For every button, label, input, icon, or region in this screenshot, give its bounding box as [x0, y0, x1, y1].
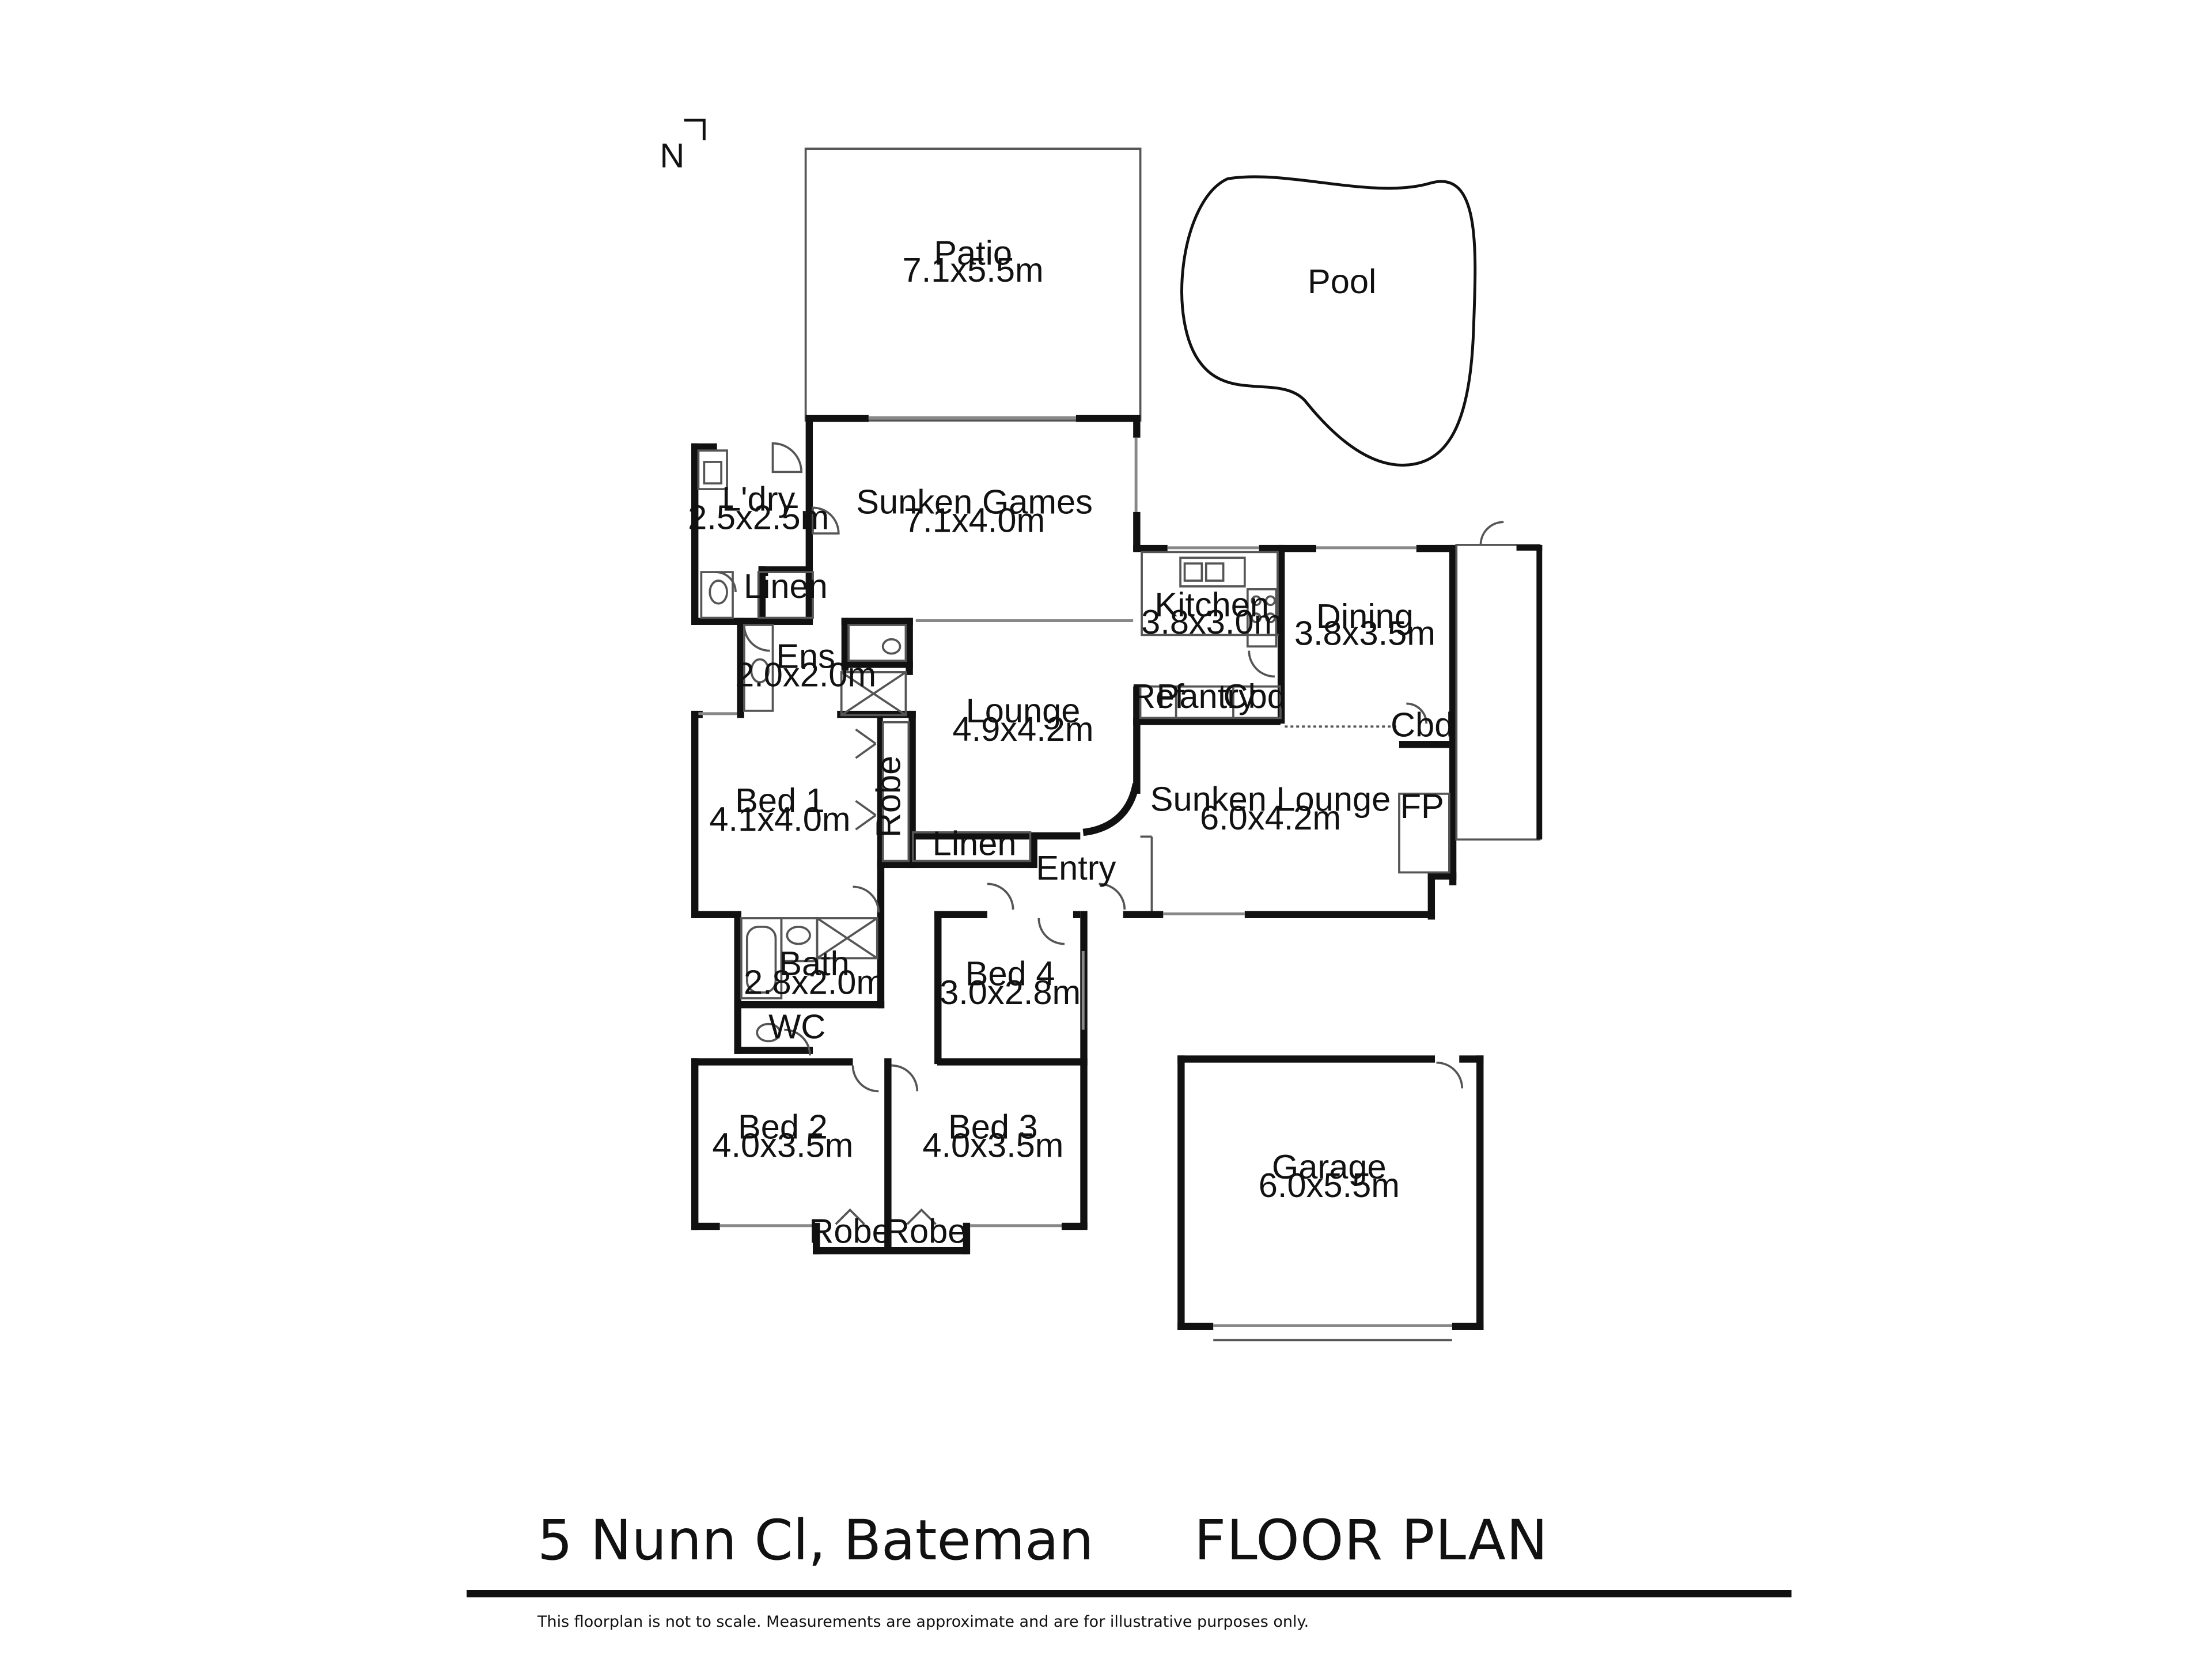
bed1-dim: 4.1x4.0m — [709, 800, 850, 838]
fixtures — [697, 449, 1450, 1043]
pool-outline — [1180, 175, 1477, 467]
lounge-label: Lounge — [966, 691, 1081, 730]
walls — [691, 415, 1543, 1255]
disclaimer-text: This floorplan is not to scale. Measurem… — [537, 1613, 1309, 1631]
wc-label: WC — [768, 1007, 825, 1046]
lounge-dim: 4.9x4.2m — [952, 710, 1093, 748]
patio-label: Patio — [934, 233, 1012, 272]
sunken-lounge-label: Sunken Lounge — [1150, 780, 1391, 819]
entry-label: Entry — [1036, 849, 1116, 887]
bed4-dim: 3.0x2.8m — [940, 973, 1081, 1012]
bed4-label: Bed 4 — [965, 955, 1055, 993]
windows — [698, 416, 1416, 1228]
north-arrow-icon: N — [660, 119, 706, 175]
ensuite-dim: 2.0x2.0m — [735, 656, 876, 694]
pantry-label: Pantry — [1157, 677, 1256, 715]
ensuite-label: Ens — [776, 637, 835, 675]
dining-label: Dining — [1316, 597, 1414, 635]
room-labels: Patio 7.1x5.5m Pool L'dry 2.5x2.5m Linen… — [688, 233, 1453, 1250]
doors — [715, 442, 1504, 1225]
bed1-robe-label: Robe — [869, 756, 907, 838]
garage — [1177, 1055, 1484, 1342]
laundry-label: L'dry — [722, 479, 795, 518]
bed3-label: Bed 3 — [948, 1107, 1038, 1146]
sunken-games-dim: 7.1x4.0m — [904, 501, 1045, 540]
kitchen-cbd-label: Cbd — [1224, 677, 1286, 715]
laundry-linen-label: Linen — [744, 567, 828, 605]
bed2-label: Bed 2 — [738, 1107, 828, 1146]
bed3-robe-label: Robe — [885, 1212, 967, 1251]
bed3-dim: 4.0x3.5m — [922, 1126, 1063, 1165]
hall-linen-label: Linen — [933, 824, 1017, 863]
garage-dim: 6.0x5.5m — [1259, 1166, 1400, 1205]
bed2-robe-label: Robe — [809, 1212, 891, 1251]
bath-dim: 2.8x2.0m — [744, 963, 885, 1002]
garage-label: Garage — [1272, 1147, 1387, 1186]
bed1-label: Bed 1 — [735, 781, 825, 820]
sunken-games-label: Sunken Games — [856, 482, 1093, 521]
laundry-dim: 2.5x2.5m — [688, 498, 829, 537]
footer-divider — [467, 1590, 1791, 1597]
kitchen-dim: 3.8x3.0m — [1141, 603, 1282, 641]
kitchen-label: Kitchen — [1154, 585, 1269, 624]
dining-dim: 3.8x3.5m — [1294, 614, 1435, 653]
bed2-dim: 4.0x3.5m — [712, 1126, 853, 1165]
plan-title: FLOOR PLAN — [1194, 1508, 1548, 1573]
dining-cbd-label: Cbd — [1391, 706, 1453, 744]
property-address: 5 Nunn Cl, Bateman — [537, 1508, 1094, 1573]
ref-label: Ref — [1131, 677, 1184, 715]
pool-label: Pool — [1308, 262, 1376, 301]
sunken-lounge-dim: 6.0x4.2m — [1200, 798, 1341, 837]
fireplace-label: FP — [1400, 787, 1444, 825]
patio-dim: 7.1x5.5m — [903, 251, 1044, 289]
patio-outline — [804, 147, 1142, 422]
bath-label: Bath — [779, 944, 850, 983]
north-label: N — [660, 136, 684, 175]
